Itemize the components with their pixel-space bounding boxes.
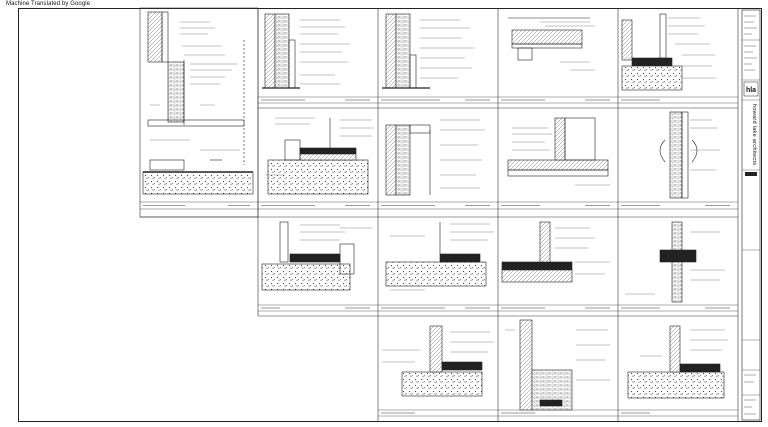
detail-r3c3 xyxy=(501,221,610,283)
detail-r2c1 xyxy=(265,117,374,195)
detail-r2c3 xyxy=(507,117,610,186)
detail-r1c3 xyxy=(508,17,595,71)
detail-wall-section-tall xyxy=(142,11,254,195)
detail-title-strips xyxy=(140,96,738,417)
machine-translation-label: Machine Translated by Google xyxy=(6,1,91,7)
detail-r4c3 xyxy=(505,319,610,411)
firm-name: howard lake architects xyxy=(751,104,757,165)
detail-r2c2 xyxy=(385,119,485,196)
grid-lines xyxy=(139,7,739,422)
title-block: hla howard lake architects xyxy=(741,9,761,421)
detail-r1c4 xyxy=(621,13,716,91)
detail-r4c2 xyxy=(382,325,494,397)
detail-r2c4 xyxy=(659,111,720,199)
detail-r1c2 xyxy=(382,13,475,89)
detail-r3c4 xyxy=(625,221,725,303)
detail-r3c1 xyxy=(261,221,372,291)
firm-logo: hla xyxy=(746,87,756,94)
detail-r3c2 xyxy=(385,222,494,291)
illegible-caption-marks xyxy=(143,99,730,414)
detail-r4c4 xyxy=(627,325,728,399)
detail-r1c1 xyxy=(262,13,350,89)
